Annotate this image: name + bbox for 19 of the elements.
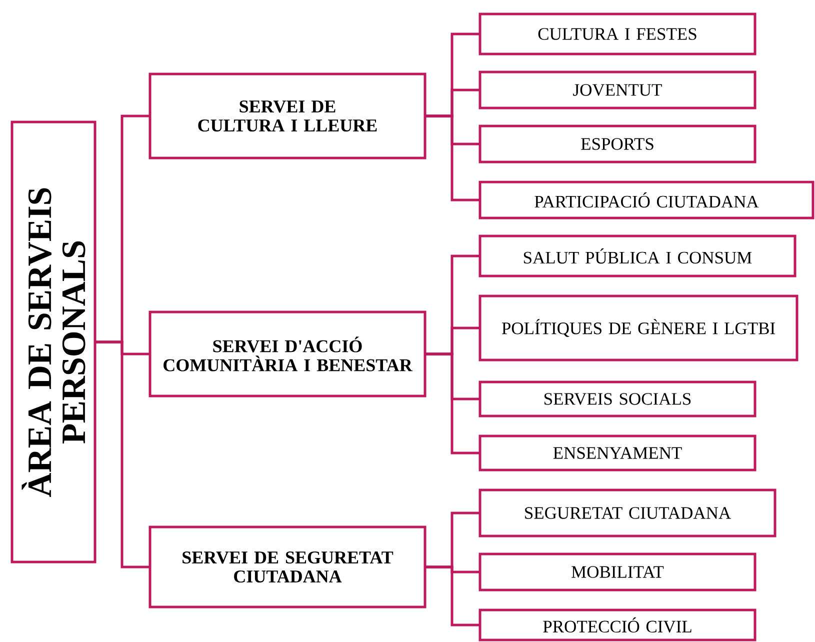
service-box: SERVEI DE CULTURA I LLEURE xyxy=(148,72,426,160)
department-box: SERVEIS SOCIALS xyxy=(478,380,756,418)
connector xyxy=(425,114,480,202)
connector xyxy=(425,352,480,454)
connector xyxy=(95,340,150,568)
service-box: SERVEI DE SEGURETAT CIUTADANA xyxy=(148,526,426,608)
department-box: SALUT PÚBLICA I CONSUM xyxy=(478,234,796,278)
department-box: MOBILITAT xyxy=(478,552,756,592)
service-box: SERVEI D'ACCIÓ COMUNITÀRIA I BENESTAR xyxy=(148,310,426,398)
department-box: ESPORTS xyxy=(478,124,756,164)
area-box: ÀREA DE SERVEIS PERSONALS xyxy=(10,120,96,564)
department-box: POLÍTIQUES DE GÈNERE I LGTBI xyxy=(478,294,798,362)
department-box: PROTECCIÓ CIVIL xyxy=(478,608,756,642)
department-box: CULTURA I FESTES xyxy=(478,12,756,56)
department-box: SEGURETAT CIUTADANA xyxy=(478,488,776,538)
department-box: JOVENTUT xyxy=(478,70,756,110)
department-box: PARTICIPACIÓ CIUTADANA xyxy=(478,180,814,220)
department-box: ENSENYAMENT xyxy=(478,434,756,472)
connector xyxy=(425,566,480,626)
